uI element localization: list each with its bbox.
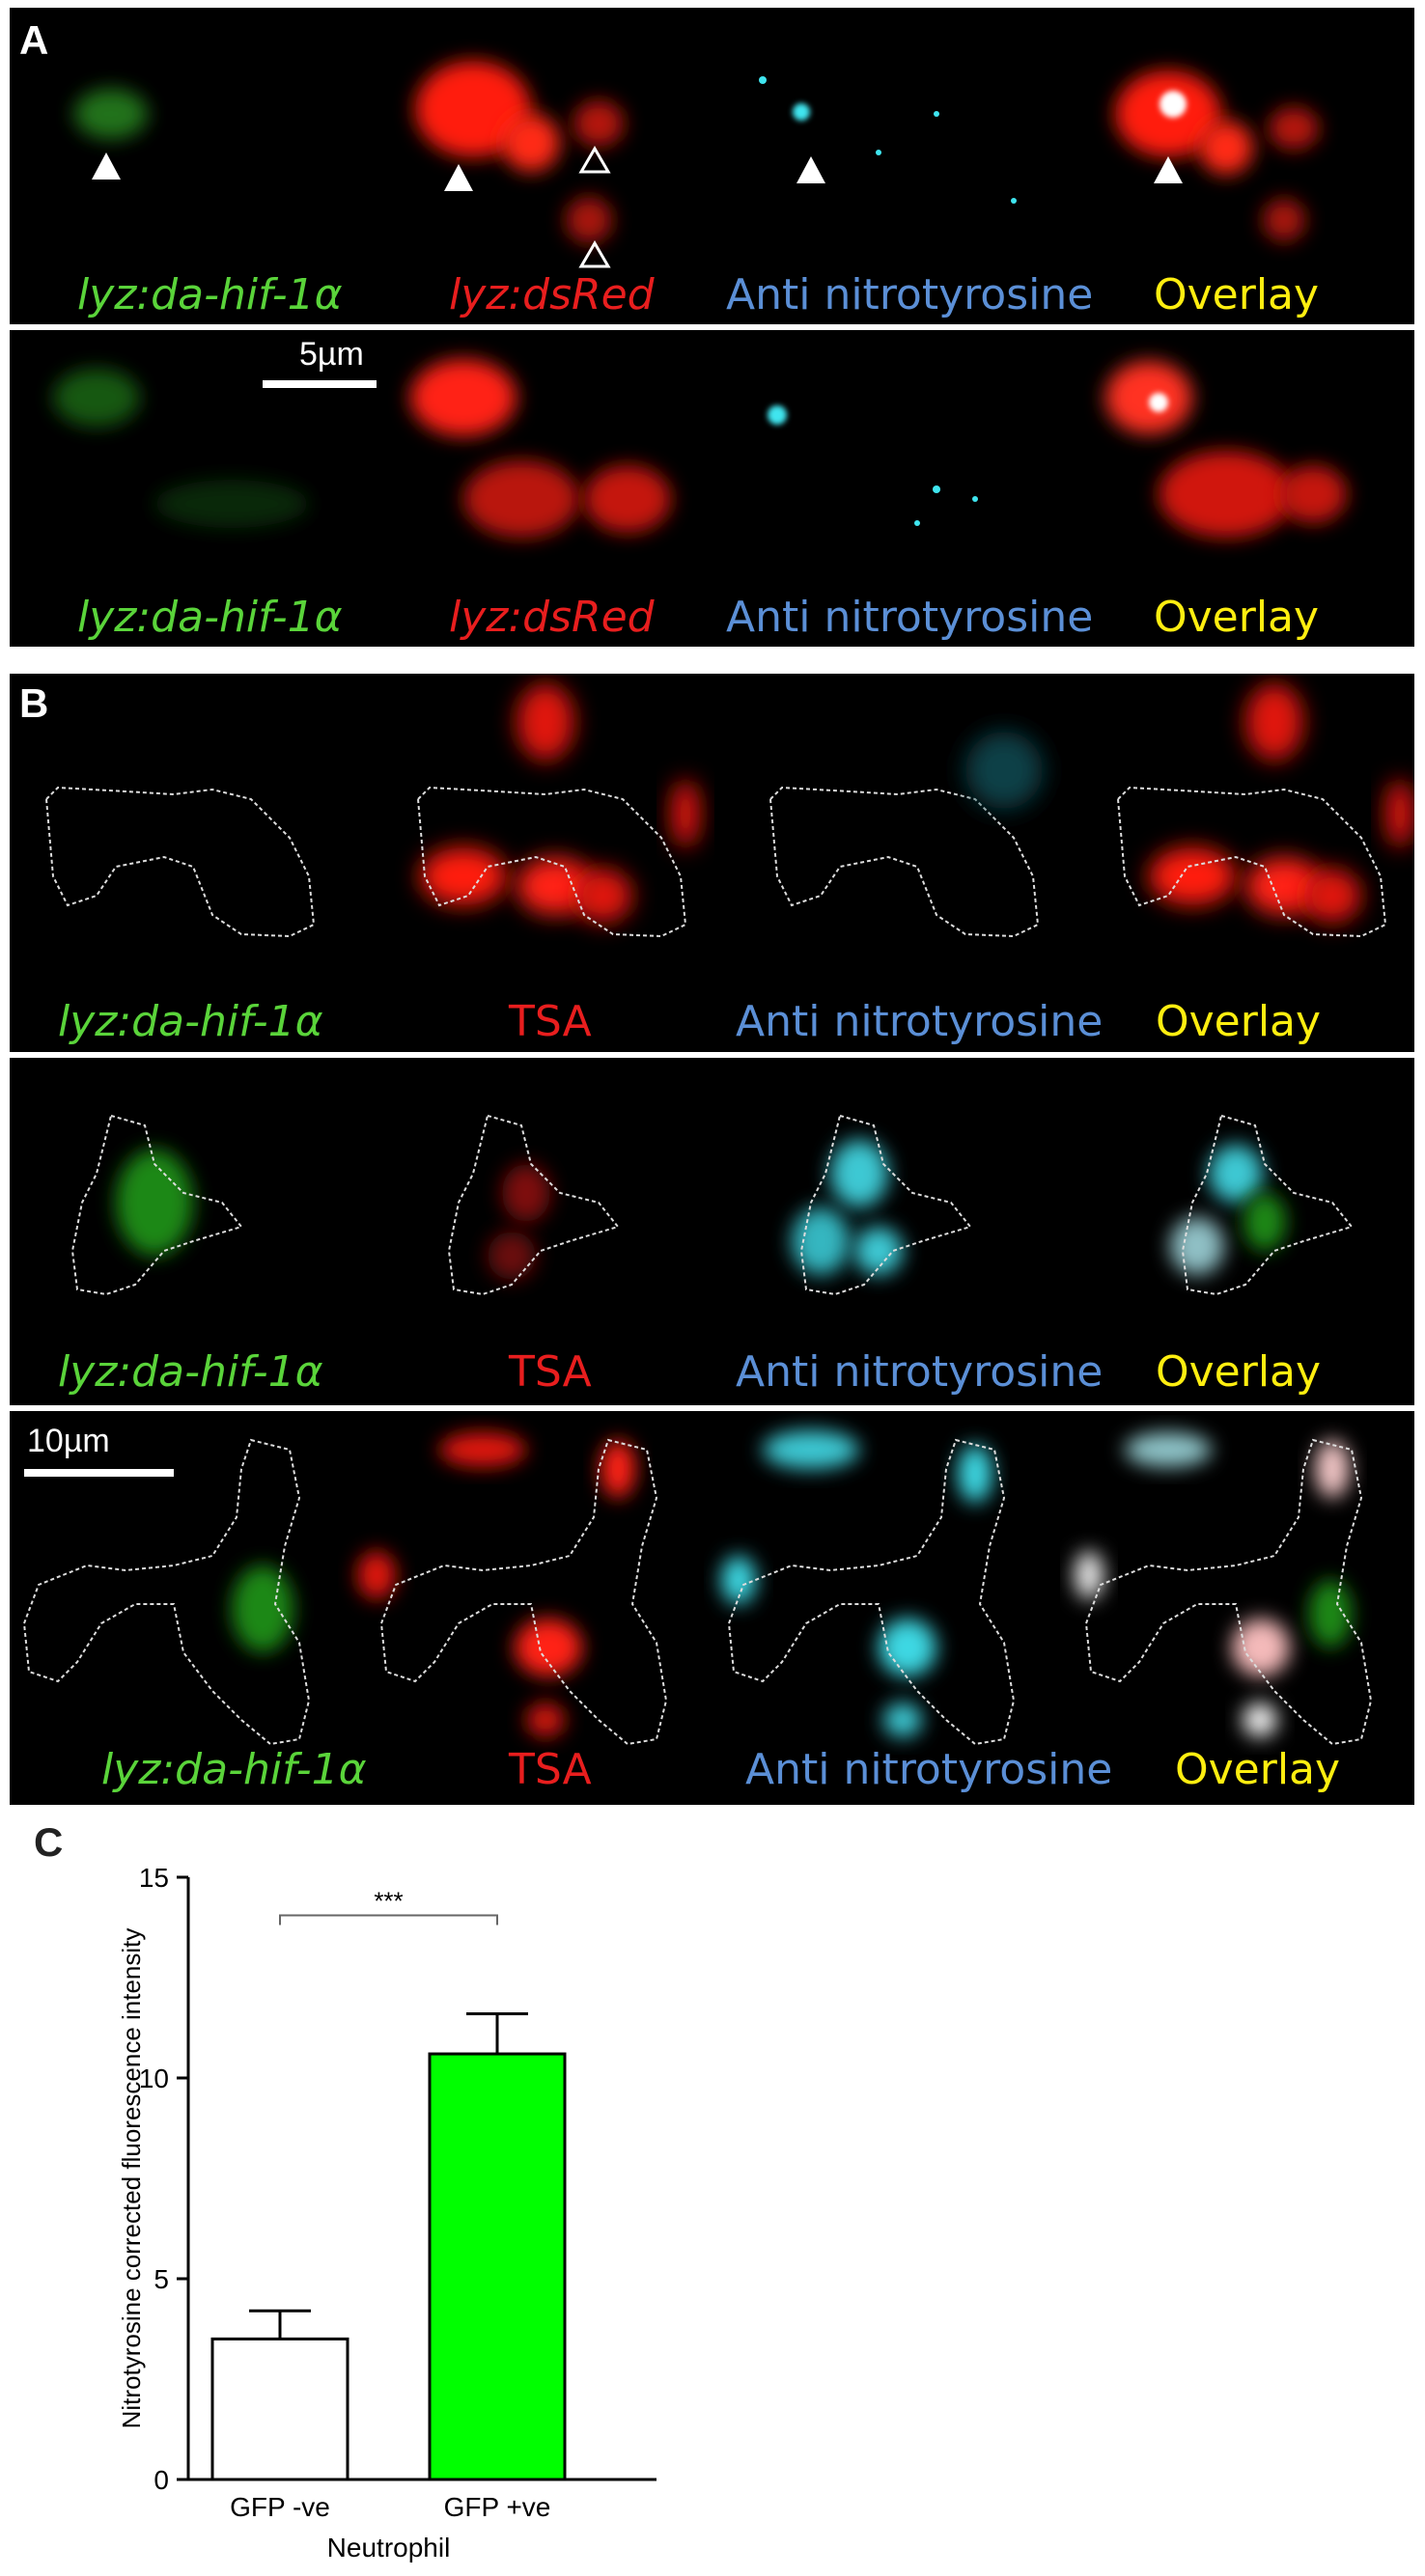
panel-label-c: C bbox=[34, 1819, 64, 1865]
y-tick-label: 10 bbox=[139, 2064, 169, 2093]
scale-bar-label: 5µm bbox=[299, 336, 364, 373]
caption-overlay: Overlay bbox=[1175, 1745, 1341, 1794]
panel-a-row-1: lyz:da-hif-1α lyz:dsRed Anti nitrotyrosi… bbox=[10, 8, 1414, 324]
arrowhead-filled-icon bbox=[92, 152, 121, 180]
arrowhead-open-icon bbox=[578, 146, 611, 174]
caption-nitrotyrosine: Anti nitrotyrosine bbox=[736, 997, 1104, 1046]
panel-b-row-2-image bbox=[71, 1115, 1353, 1295]
caption-dsred: lyz:dsRed bbox=[449, 270, 655, 319]
x-tick-label: GFP -ve bbox=[230, 2492, 330, 2522]
panel-b-row-2: lyz:da-hif-1α TSA Anti nitrotyrosine Ove… bbox=[10, 1058, 1414, 1405]
caption-overlay: Overlay bbox=[1156, 1347, 1322, 1397]
caption-tsa: TSA bbox=[509, 997, 592, 1046]
significance-bracket bbox=[279, 1914, 498, 1925]
panel-a-row-1-image bbox=[74, 61, 1319, 268]
panel-b-row-3-image bbox=[23, 1430, 1372, 1745]
caption-overlay: Overlay bbox=[1156, 997, 1322, 1046]
significance-label: *** bbox=[374, 1887, 403, 1916]
caption-nitrotyrosine: Anti nitrotyrosine bbox=[745, 1745, 1113, 1794]
arrowhead-filled-icon bbox=[796, 156, 825, 183]
bar-gfp-ve bbox=[428, 2052, 567, 2481]
caption-nitrotyrosine: Anti nitrotyrosine bbox=[726, 270, 1094, 319]
y-tick-label: 15 bbox=[139, 1863, 169, 1893]
y-tick-label: 5 bbox=[154, 2264, 169, 2294]
caption-gfp: lyz:da-hif-1α bbox=[77, 270, 343, 319]
panel-label-b: B bbox=[19, 680, 49, 726]
panel-b-row-1-image bbox=[45, 683, 1414, 937]
caption-overlay: Overlay bbox=[1154, 593, 1320, 642]
scale-bar bbox=[24, 1469, 174, 1477]
caption-gfp: lyz:da-hif-1α bbox=[77, 593, 343, 642]
scale-bar bbox=[263, 380, 377, 388]
panel-b-row-1: lyz:da-hif-1α TSA Anti nitrotyrosine Ove… bbox=[10, 674, 1414, 1052]
x-axis-label: Neutrophil bbox=[327, 2533, 451, 2562]
y-tick-label: 0 bbox=[154, 2465, 169, 2495]
arrowhead-open-icon bbox=[578, 240, 611, 268]
y-axis-label: Nitrotyrosine corrected fluorescence int… bbox=[117, 1928, 146, 2429]
panel-a-row-2: 5µm lyz:da-hif-1α lyz:dsRed Anti nitroty… bbox=[10, 330, 1414, 647]
arrowhead-filled-icon bbox=[444, 164, 473, 191]
caption-gfp: lyz:da-hif-1α bbox=[101, 1745, 367, 1794]
caption-tsa: TSA bbox=[509, 1347, 592, 1397]
caption-overlay: Overlay bbox=[1154, 270, 1320, 319]
arrowhead-filled-icon bbox=[1154, 156, 1183, 183]
x-tick-label: GFP +ve bbox=[444, 2492, 551, 2522]
caption-gfp: lyz:da-hif-1α bbox=[58, 1347, 323, 1397]
scale-bar-label: 10µm bbox=[27, 1423, 110, 1459]
panel-label-a: A bbox=[19, 17, 49, 63]
caption-nitrotyrosine: Anti nitrotyrosine bbox=[736, 1347, 1104, 1397]
panel-b-row-3: 10µm lyz:da-hif-1α TSA Anti nitrotyrosin… bbox=[10, 1411, 1414, 1805]
panel-a-row-2-image bbox=[53, 359, 1347, 538]
caption-dsred: lyz:dsRed bbox=[449, 593, 655, 642]
bar-gfp-ve bbox=[210, 2337, 349, 2481]
caption-gfp: lyz:da-hif-1α bbox=[58, 997, 323, 1046]
caption-tsa: TSA bbox=[509, 1745, 592, 1794]
caption-nitrotyrosine: Anti nitrotyrosine bbox=[726, 593, 1094, 642]
chart-bars bbox=[210, 2011, 567, 2481]
